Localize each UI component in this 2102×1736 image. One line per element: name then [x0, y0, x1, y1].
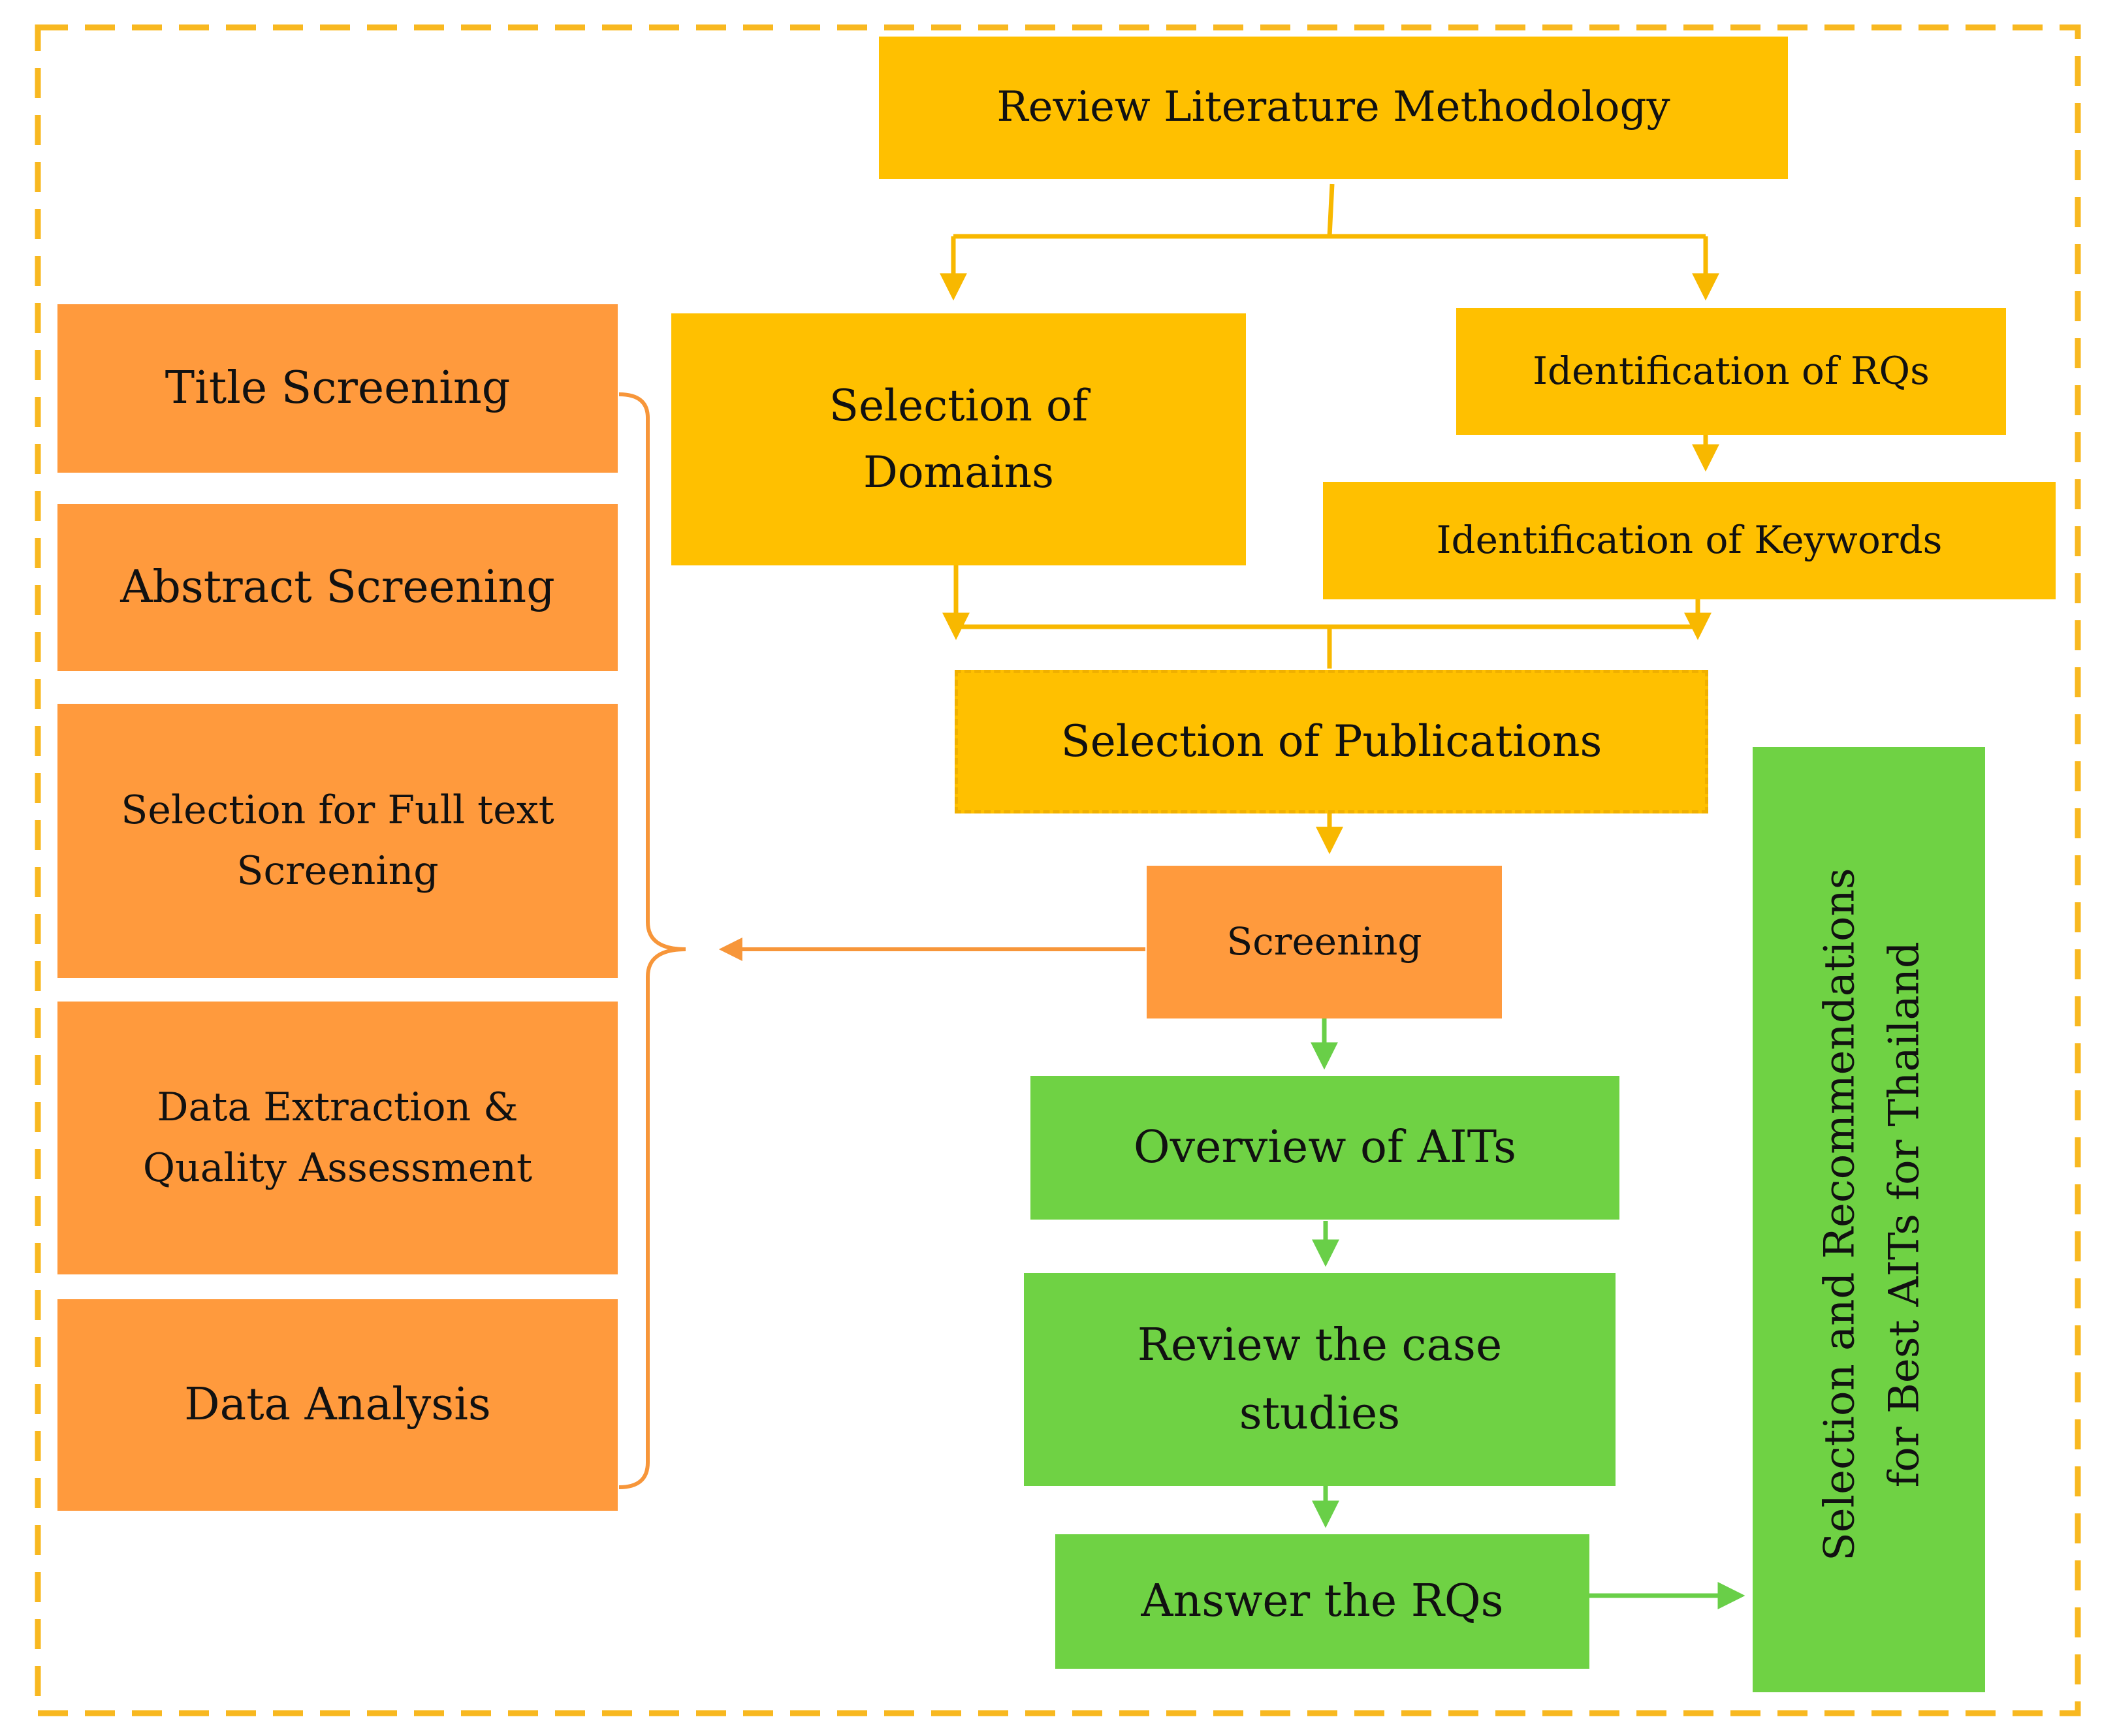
title-screening-label: Title Screening — [165, 362, 511, 415]
review-case-studies-box: Review the case studies — [1024, 1273, 1616, 1486]
overview-aits-label: Overview of AITs — [1133, 1122, 1517, 1174]
selection-publications-box: Selection of Publications — [955, 670, 1708, 813]
identification-keywords-label: Identification of Keywords — [1436, 518, 1943, 563]
review-methodology-label: Review Literature Methodology — [996, 83, 1670, 132]
recommendation-box — [1753, 747, 1985, 1692]
data-extraction-line1: Data Extraction & — [157, 1084, 518, 1130]
data-analysis-label: Data Analysis — [184, 1379, 491, 1431]
answer-rqs-label: Answer the RQs — [1141, 1575, 1504, 1628]
recommendation-text-wrap: Selection and Recommendations for Best A… — [1761, 747, 1984, 1682]
overview-aits-box: Overview of AITs — [1030, 1076, 1619, 1220]
data-extraction-line2: Quality Assessment — [142, 1145, 533, 1191]
data-extraction-box: Data Extraction & Quality Assessment — [57, 1002, 618, 1274]
screening-box: Screening — [1147, 866, 1502, 1018]
full-text-selection-box: Selection for Full text Screening — [57, 704, 618, 978]
review-case-line2: studies — [1239, 1388, 1401, 1440]
abstract-screening-box: Abstract Screening — [57, 504, 618, 671]
review-case-line1: Review the case — [1137, 1319, 1503, 1371]
screening-label: Screening — [1226, 919, 1422, 964]
recommendation-line1: Selection and Recommendations — [1815, 868, 1864, 1561]
title-screening-box: Title Screening — [57, 304, 618, 473]
recommendation-line2: for Best AITs for Thailand — [1881, 941, 1929, 1488]
selection-domains-line2: Domains — [863, 447, 1055, 497]
answer-rqs-box: Answer the RQs — [1055, 1534, 1589, 1669]
identification-rqs-box: Identification of RQs — [1456, 308, 2006, 435]
data-analysis-box: Data Analysis — [57, 1299, 618, 1511]
full-text-line2: Screening — [236, 848, 439, 894]
review-methodology-box: Review Literature Methodology — [879, 37, 1788, 179]
identification-keywords-box: Identification of Keywords — [1323, 482, 2056, 599]
selection-domains-line1: Selection of — [829, 380, 1089, 431]
selection-publications-label: Selection of Publications — [1060, 716, 1602, 766]
selection-domains-box: Selection of Domains — [671, 313, 1246, 565]
recommendation-text: Selection and Recommendations for Best A… — [1808, 868, 1937, 1561]
full-text-line1: Selection for Full text — [121, 787, 554, 833]
abstract-screening-label: Abstract Screening — [120, 561, 555, 614]
identification-rqs-label: Identification of RQs — [1533, 349, 1930, 394]
